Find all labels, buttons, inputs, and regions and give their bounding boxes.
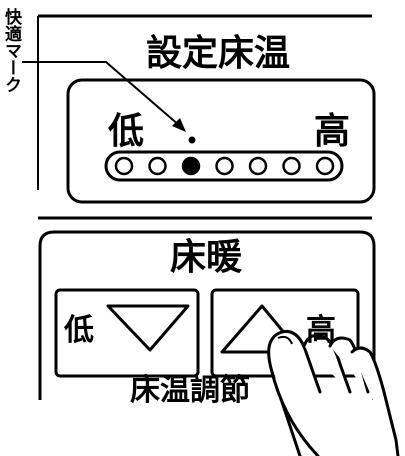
indicator-lamp xyxy=(248,156,268,176)
indicator-lamp xyxy=(282,156,301,176)
indicator-lamp xyxy=(315,156,335,176)
floor-temp-title: 設定床温 xyxy=(146,33,291,74)
callout-leader-line xyxy=(22,61,181,127)
indicator-lamp xyxy=(148,156,167,176)
down-triangle-icon xyxy=(106,304,190,352)
comfort-mark-label: 快適マーク xyxy=(1,8,21,93)
indicator-lamps xyxy=(114,156,335,176)
comfort-mark-dot xyxy=(188,136,196,144)
adjust-label: 床温調節 xyxy=(130,373,250,408)
floor-temp-panel xyxy=(66,78,376,204)
high-button[interactable] xyxy=(212,290,358,376)
indicator-strip xyxy=(104,150,344,182)
low-button[interactable] xyxy=(56,290,198,376)
indicator-lamp xyxy=(215,156,234,176)
low-button-label: 低 xyxy=(64,313,94,348)
indicator-lamp xyxy=(114,156,134,176)
pressing-hand-icon xyxy=(267,329,400,456)
indicator-lamp-active xyxy=(181,156,201,176)
callout-arrow-icon xyxy=(172,118,186,132)
low-button-frame xyxy=(54,288,200,378)
floor-heater-panel xyxy=(38,230,376,400)
floor-heater-title: 床暖 xyxy=(170,237,243,278)
high-label: 高 xyxy=(314,111,351,152)
low-label: 低 xyxy=(108,111,145,152)
high-button-label: 高 xyxy=(306,313,336,348)
